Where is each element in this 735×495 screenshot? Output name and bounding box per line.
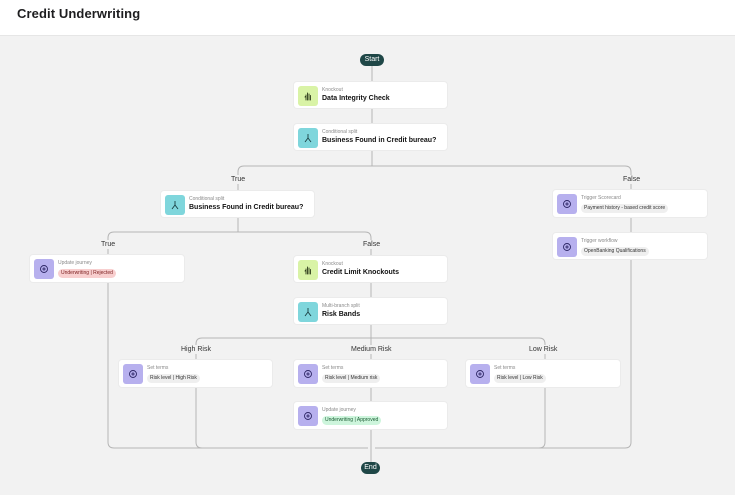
node-type: Knockout [322,87,343,93]
node-trigger-scorecard[interactable]: Trigger Scorecard Payment history - base… [553,190,707,217]
node-type: Set terms [494,365,516,371]
plus-circle-icon [557,237,577,257]
plus-circle-icon [34,259,54,279]
page-title: Credit Underwriting [17,6,141,21]
node-type: Set terms [147,365,169,371]
node-type: Update journey [322,407,356,413]
node-tag: Payment history - based credit score [581,204,669,213]
node-tag: Risk level | Low Risk [494,374,546,383]
hand-icon [298,86,318,106]
node-title: Data Integrity Check [322,95,390,102]
plus-circle-icon [298,406,318,426]
branch-label-false: False [361,240,383,249]
node-data-integrity-check[interactable]: Knockout Data Integrity Check [294,82,447,108]
start-node[interactable]: Start [360,54,384,66]
node-tag: Risk level | Medium risk [322,374,381,383]
branch-label-low-risk: Low Risk [527,345,560,354]
node-tag: Risk level | High Risk [147,374,200,383]
node-type: Conditional split [322,129,358,135]
node-set-terms-medium[interactable]: Set terms Risk level | Medium risk [294,360,447,387]
node-trigger-workflow[interactable]: Trigger workflow OpenBanking Qualificati… [553,233,707,259]
node-type: Update journey [58,260,92,266]
plus-circle-icon [298,364,318,384]
branch-label-high-risk: High Risk [179,345,213,354]
plus-circle-icon [123,364,143,384]
split-icon [165,195,185,215]
split-icon [298,128,318,148]
node-credit-limit-knockouts[interactable]: Knockout Credit Limit Knockouts [294,256,447,282]
node-update-journey-rejected[interactable]: Update journey Underwriting | Rejected [30,255,184,282]
split-icon [298,302,318,322]
node-conditional-split[interactable]: Conditional split Business Found in Cred… [161,191,314,217]
hand-icon [298,260,318,280]
node-set-terms-low[interactable]: Set terms Risk level | Low Risk [466,360,620,387]
branch-label-true: True [229,175,248,184]
page-header: Credit Underwriting [0,0,735,36]
node-type: Trigger Scorecard [581,195,621,201]
node-type: Knockout [322,261,343,267]
status-badge: Underwriting | Rejected [58,269,116,278]
node-conditional-split[interactable]: Conditional split Business Found in Cred… [294,124,447,150]
node-type: Set terms [322,365,344,371]
node-type: Trigger workflow [581,238,618,244]
end-node[interactable]: End [361,462,380,474]
plus-circle-icon [470,364,490,384]
branch-label-true: True [99,240,118,249]
status-badge: Underwriting | Approved [322,416,382,425]
node-set-terms-high[interactable]: Set terms Risk level | High Risk [119,360,272,387]
node-title: Risk Bands [322,311,361,318]
node-title: Business Found in Credit bureau? [322,137,437,144]
node-type: Multi-branch split [322,303,360,309]
node-title: Business Found in Credit bureau? [189,204,304,211]
node-risk-bands[interactable]: Multi-branch split Risk Bands [294,298,447,324]
node-type: Conditional split [189,196,225,202]
node-update-journey-approved[interactable]: Update journey Underwriting | Approved [294,402,447,429]
branch-label-medium-risk: Medium Risk [349,345,394,354]
branch-label-false: False [621,175,643,184]
node-tag: OpenBanking Qualifications [581,247,649,256]
plus-circle-icon [557,194,577,214]
node-title: Credit Limit Knockouts [322,269,400,276]
